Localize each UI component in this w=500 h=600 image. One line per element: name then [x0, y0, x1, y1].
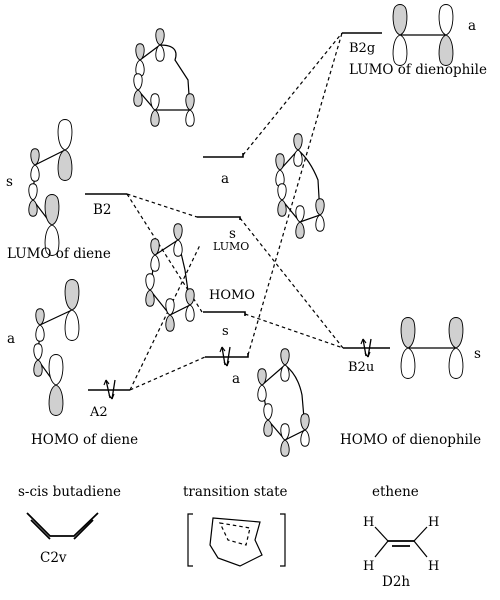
level-ts-homo — [203, 311, 246, 316]
label-a-top-right: a — [468, 18, 476, 34]
label-ethene: ethene — [372, 484, 419, 500]
level-ts-a-upper — [203, 153, 244, 158]
label-ts-lumo: LUMO — [213, 240, 249, 253]
orbital-dienophile-homo — [400, 317, 464, 379]
level-ts-s-lower — [205, 353, 249, 358]
label-c2v: C2v — [40, 550, 67, 566]
structure-s-cis-butadiene — [26, 512, 99, 540]
label-ts-homo: HOMO — [209, 288, 255, 303]
label-homo-diene: HOMO of diene — [31, 432, 138, 448]
orbital-ts-center — [145, 223, 195, 332]
label-a-diene-homo: a — [7, 331, 15, 347]
electron-pair-ts-s — [219, 346, 231, 367]
orbital-diene-lumo — [28, 119, 73, 256]
ethene-h-bottom-right: H — [428, 559, 439, 574]
label-lumo-dienophile: LUMO of dienophile — [349, 62, 487, 78]
orbital-ts-top — [133, 28, 195, 127]
structure-labels: s-cis butadiene transition state ethene … — [18, 484, 419, 590]
label-b2u: B2u — [348, 360, 374, 375]
correlation-lines — [126, 32, 344, 391]
label-lumo-diene: LUMO of diene — [7, 246, 111, 262]
electron-pair-a2 — [103, 379, 116, 400]
label-ts-a-upper: a — [221, 171, 229, 187]
energy-levels — [85, 32, 390, 391]
label-s-diene-lumo: s — [6, 174, 13, 190]
orbital-ts-right-upper — [275, 133, 325, 239]
ethene-h-top-left: H — [363, 515, 374, 530]
label-transition-state: transition state — [183, 484, 288, 500]
ethene-h-top-right: H — [428, 515, 439, 530]
label-ts-a-lower: a — [232, 371, 240, 387]
structure-ethene: H H H H — [363, 515, 439, 574]
label-d2h: D2h — [382, 574, 410, 590]
label-b2g: B2g — [349, 41, 375, 56]
label-b2: B2 — [93, 202, 112, 218]
label-ts-s-lower: s — [222, 324, 229, 339]
label-homo-dienophile: HOMO of dienophile — [340, 432, 481, 448]
electron-pair-arrows — [103, 338, 372, 400]
orbital-dienophile-lumo — [392, 4, 454, 66]
label-s-cis-butadiene: s-cis butadiene — [18, 484, 121, 500]
label-a2: A2 — [89, 405, 108, 420]
orbital-ts-right-lower — [257, 348, 310, 457]
ethene-h-bottom-left: H — [363, 559, 374, 574]
orbital-diene-homo — [33, 279, 80, 416]
labels: B2g LUMO of dienophile a a s B2 LUMO of … — [6, 18, 487, 448]
level-ts-s-lumo — [197, 216, 241, 220]
structure-transition-state — [187, 513, 286, 567]
electron-pair-b2u — [360, 338, 372, 358]
label-ts-s: s — [229, 226, 236, 242]
label-s-dienophile-homo: s — [474, 346, 481, 362]
